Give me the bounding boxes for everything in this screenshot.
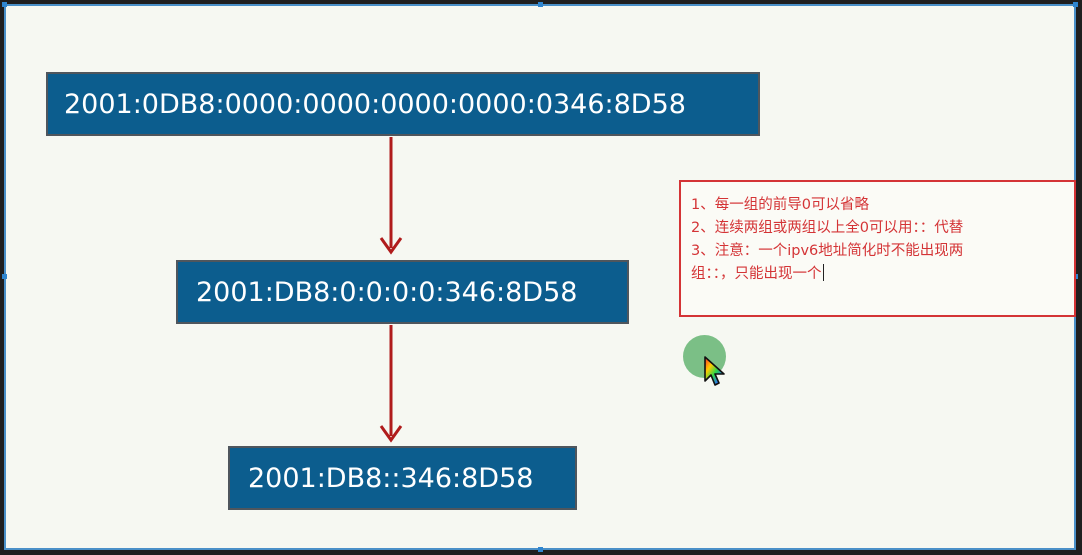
resize-handle-top-right[interactable] <box>1073 2 1078 7</box>
resize-handle-top-left[interactable] <box>2 2 7 7</box>
rule-1-text: 1、每一组的前导0可以省略 <box>691 197 869 213</box>
full-ipv6-address-box: 2001:0DB8:0000:0000:0000:0000:0346:8D58 <box>46 72 760 136</box>
rule-3-text: 3、注意：一个ipv6地址简化时不能出现两 <box>691 243 964 259</box>
compressed-ipv6-address-text: 2001:DB8::346:8D58 <box>248 462 534 494</box>
mouse-pointer <box>683 335 727 391</box>
text-caret <box>822 264 824 281</box>
resize-handle-top-center[interactable] <box>538 2 543 7</box>
rainbow-pointer-icon <box>704 356 725 386</box>
rule-3-continued-text: 组：：，只能出现一个 <box>691 266 822 282</box>
leading-zeros-removed-text: 2001:DB8:0:0:0:0:346:8D58 <box>196 276 578 308</box>
leading-zeros-removed-box: 2001:DB8:0:0:0:0:346:8D58 <box>176 260 629 324</box>
compressed-ipv6-address-box: 2001:DB8::346:8D58 <box>228 446 577 510</box>
full-ipv6-address-text: 2001:0DB8:0000:0000:0000:0000:0346:8D58 <box>64 88 686 120</box>
rule-3-continued: 组：：，只能出现一个 <box>691 263 1066 286</box>
resize-handle-bottom-center[interactable] <box>538 547 543 552</box>
rules-note-textbox[interactable]: 1、每一组的前导0可以省略 2、连续两组或两组以上全0可以用：：代替 3、注意：… <box>679 180 1076 317</box>
rule-2-text: 2、连续两组或两组以上全0可以用：：代替 <box>691 220 964 236</box>
resize-handle-middle-left[interactable] <box>2 274 7 279</box>
